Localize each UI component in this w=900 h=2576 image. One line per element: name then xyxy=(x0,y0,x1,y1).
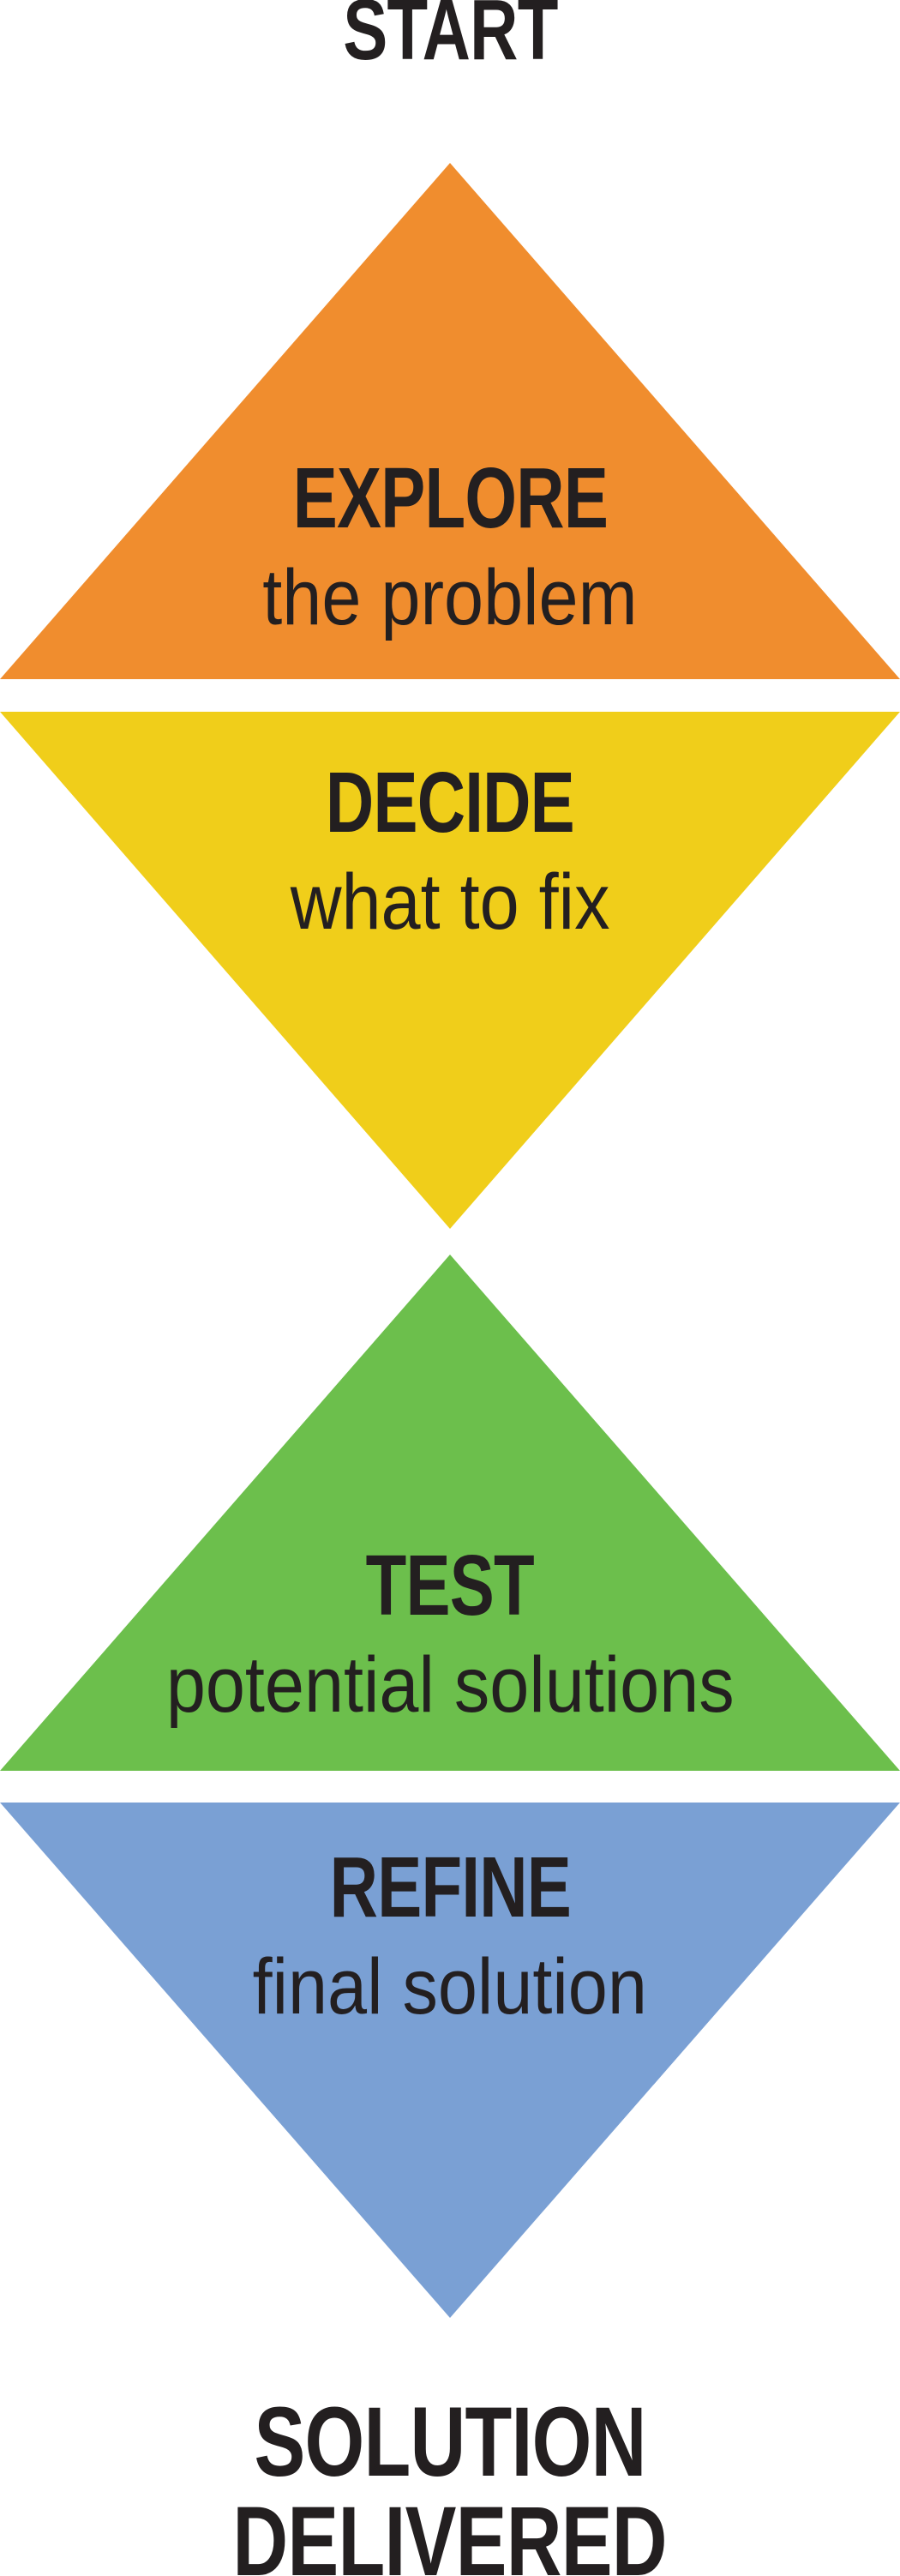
explore-triangle xyxy=(0,163,900,679)
test-title: TEST xyxy=(365,1538,535,1634)
decide-subtitle: what to fix xyxy=(290,858,610,946)
explore-subtitle: the problem xyxy=(262,554,638,641)
solution-delivered-line2: DELIVERED xyxy=(232,2487,668,2576)
test-label: TEST potential solutions xyxy=(0,1543,900,1724)
decide-label: DECIDE what to fix xyxy=(0,760,900,942)
refine-label: REFINE final solution xyxy=(0,1845,900,2026)
solution-delivered-label: SOLUTION DELIVERED xyxy=(0,2392,900,2576)
start-label-text: START xyxy=(342,0,558,78)
solution-delivered-line1: SOLUTION xyxy=(254,2387,646,2497)
test-triangle xyxy=(0,1255,900,1771)
refine-title: REFINE xyxy=(329,1839,571,1935)
refine-subtitle: final solution xyxy=(252,1943,648,2031)
explore-label: EXPLORE the problem xyxy=(0,455,900,637)
refine-triangle xyxy=(0,1803,900,2318)
start-label: START xyxy=(0,0,900,73)
explore-title: EXPLORE xyxy=(292,450,608,546)
test-subtitle: potential solutions xyxy=(165,1641,735,1729)
decide-triangle xyxy=(0,712,900,1229)
decide-title: DECIDE xyxy=(325,755,575,851)
